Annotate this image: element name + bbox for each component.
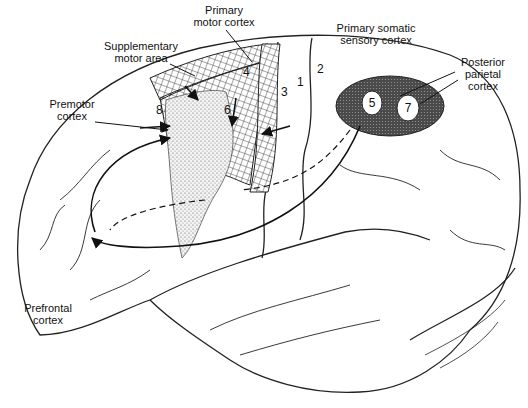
primary-motor-strip [250,44,280,192]
area-label: Primary motor cortex [190,4,258,28]
brodmann-number: 7 [396,102,420,114]
dashed-pathway [240,130,350,190]
brodmann-number: 6 [224,104,231,116]
area-label: Supplementary motor area [98,40,184,64]
leader-line [420,80,458,104]
dashed-pathway [110,200,205,230]
area-label: Posterior parietal cortex [455,56,511,92]
leader-line [226,30,252,62]
pathway-arrow [91,138,170,232]
cerebellum-line [410,268,515,340]
area-oval: 5 [361,90,383,116]
gyrus-line [40,150,505,355]
leader-line [400,72,455,96]
area-label: Prefrontal cortex [16,302,80,326]
brain-outline [18,35,520,392]
leader-line [95,122,168,130]
brodmann-number: 2 [317,63,324,75]
input-arrow [140,126,170,128]
input-arrow [262,126,290,134]
brodmann-number: 8 [156,104,163,116]
postcentral-sulcus [300,38,312,240]
area-label: Primary somatic sensory cortex [330,22,422,46]
brodmann-number: 3 [281,86,288,98]
brodmann-number: 1 [297,76,304,88]
primary-motor-hatch [250,44,280,192]
posterior-parietal-region [336,76,444,136]
area-oval: 7 [396,94,420,122]
pathway-arrow [92,126,360,247]
brodmann-number: 5 [361,97,383,109]
oval-shape [362,91,382,115]
oval-shape [397,95,419,121]
input-arrow [185,86,198,100]
cerebellum-folia [425,300,505,368]
input-arrow [232,98,236,126]
area-label: Premotor cortex [44,98,100,122]
premotor-region [165,90,233,258]
leader-line [170,64,195,76]
brodmann-number: 4 [243,66,250,78]
